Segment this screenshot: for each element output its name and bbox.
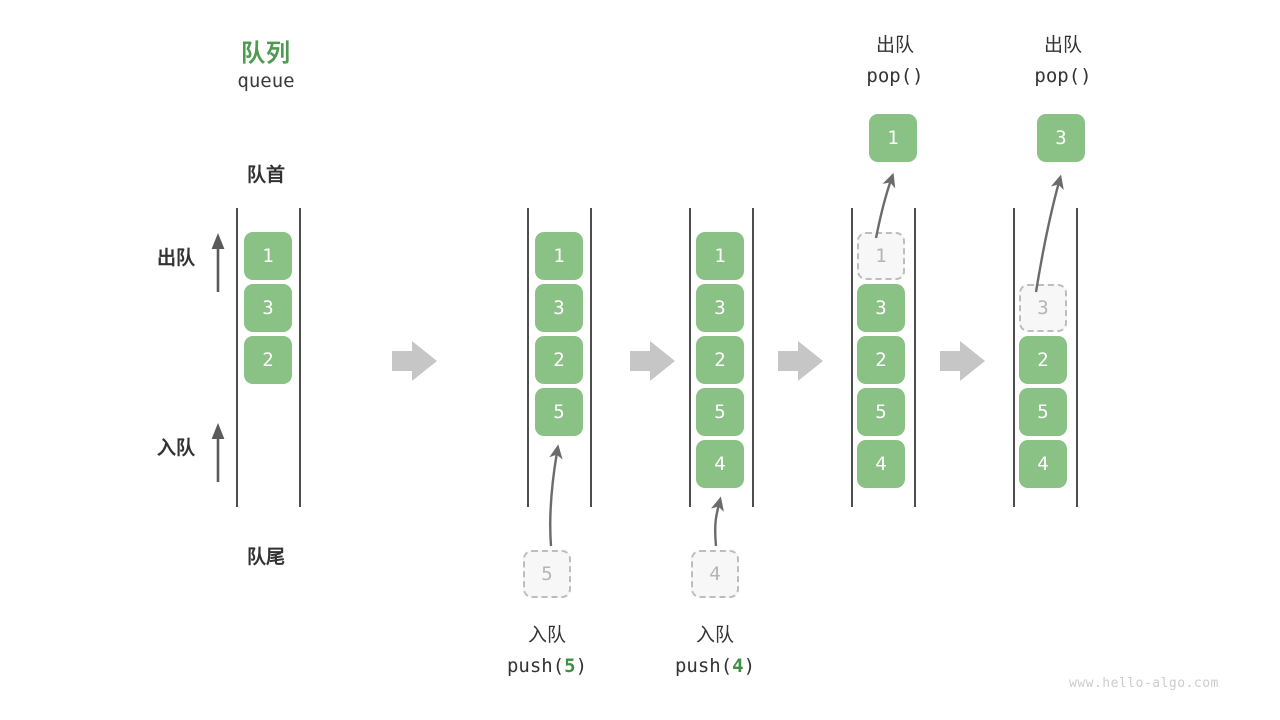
enqueue-direction-arrow	[211, 423, 225, 482]
diagram-title-cn: 队列	[241, 39, 291, 67]
rail-left-pop3	[1013, 208, 1015, 507]
cell-pop1-2: 2	[857, 336, 905, 384]
cell-push5-3: 5	[535, 388, 583, 436]
push5-caption-code: push(5)	[472, 650, 622, 682]
cell-push5-2: 2	[535, 336, 583, 384]
cell-pop1-0: 1	[857, 232, 905, 280]
pop1-header-code: pop()	[866, 65, 924, 87]
push4-code-suffix: )	[743, 655, 756, 677]
push5-caption-cn: 入队	[527, 624, 566, 646]
push4-code-prefix: push(	[674, 655, 733, 677]
cell-initial-0: 1	[244, 232, 292, 280]
cell-pop1-1: 3	[857, 284, 905, 332]
pop1-header: 出队 pop()	[820, 30, 970, 92]
enqueue-direction-label: 入队	[156, 437, 195, 459]
cell-push4-1: 3	[696, 284, 744, 332]
queue-head-label: 队首	[246, 164, 285, 186]
queue-tail-label: 队尾	[246, 546, 285, 568]
push5-incoming-arrow	[549, 444, 563, 547]
rail-left-pop1	[851, 208, 853, 507]
rail-right-pop1	[914, 208, 916, 507]
cell-pop3-0: 3	[1019, 284, 1067, 332]
push5-code-suffix: )	[575, 655, 588, 677]
cell-push4-2: 2	[696, 336, 744, 384]
rail-right-initial	[299, 208, 301, 507]
push5-caption: 入队 push(5)	[472, 620, 622, 682]
push4-caption-cn: 入队	[695, 624, 734, 646]
push4-caption: 入队 push(4)	[640, 620, 790, 682]
cell-pop3-3: 4	[1019, 440, 1067, 488]
step-arrow-3	[778, 341, 823, 381]
pop3-header: 出队 pop()	[988, 30, 1138, 92]
popped-value-1: 1	[869, 114, 917, 162]
pop1-header-cn: 出队	[875, 34, 914, 56]
cell-push4-4: 4	[696, 440, 744, 488]
pop3-header-code: pop()	[1034, 65, 1092, 87]
step-arrow-4	[940, 341, 985, 381]
push5-code-arg: 5	[564, 655, 576, 677]
cell-push4-0: 1	[696, 232, 744, 280]
cell-initial-1: 3	[244, 284, 292, 332]
cell-pop3-1: 2	[1019, 336, 1067, 384]
rail-right-push4	[752, 208, 754, 507]
pop3-outgoing-arrow	[1034, 174, 1064, 293]
rail-right-pop3	[1076, 208, 1078, 507]
rail-right-push5	[590, 208, 592, 507]
step-arrow-2	[630, 341, 675, 381]
push4-incoming-arrow	[710, 496, 724, 547]
cell-pop1-4: 4	[857, 440, 905, 488]
dequeue-direction-label: 出队	[156, 247, 195, 269]
cell-push5-0: 1	[535, 232, 583, 280]
push4-caption-code: push(4)	[640, 650, 790, 682]
rail-left-initial	[236, 208, 238, 507]
incoming-cell-5: 5	[523, 550, 571, 598]
rail-left-push5	[527, 208, 529, 507]
cell-pop1-3: 5	[857, 388, 905, 436]
pop1-outgoing-arrow	[874, 172, 896, 239]
push4-code-arg: 4	[732, 655, 744, 677]
step-arrow-1	[392, 341, 437, 381]
cell-initial-2: 2	[244, 336, 292, 384]
dequeue-direction-arrow	[211, 233, 225, 292]
diagram-title-en: queue	[237, 70, 295, 92]
pop3-header-cn: 出队	[1043, 34, 1082, 56]
rail-left-push4	[689, 208, 691, 507]
incoming-cell-4: 4	[691, 550, 739, 598]
cell-push5-1: 3	[535, 284, 583, 332]
cell-pop3-2: 5	[1019, 388, 1067, 436]
site-watermark: www.hello-algo.com	[1069, 676, 1219, 691]
push5-code-prefix: push(	[506, 655, 565, 677]
popped-value-3: 3	[1037, 114, 1085, 162]
cell-push4-3: 5	[696, 388, 744, 436]
